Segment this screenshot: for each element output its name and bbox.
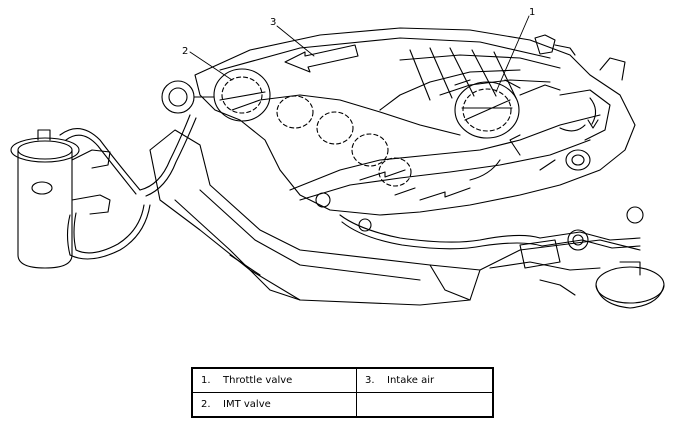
legend-row: 1. Throttle valve 3. Intake air (191, 367, 494, 393)
legend-table: 1. Throttle valve 3. Intake air 2. IMT valv… (191, 367, 494, 418)
intake-manifold (194, 27, 636, 216)
canister (10, 129, 111, 269)
engine-block (149, 129, 641, 306)
callout-3: 3 (270, 17, 276, 28)
throttle-body (454, 34, 576, 139)
airflow-arrows (284, 44, 599, 201)
callout-leaders (189, 15, 530, 93)
legend-text: Intake air (387, 375, 435, 386)
legend-cell: 3. Intake air (356, 367, 494, 393)
engine-intake-diagram: 1 2 3 (10, 7, 665, 309)
legend-number: 3. (365, 375, 375, 386)
legend-number: 1. (201, 375, 211, 386)
callout-1: 1 (529, 7, 535, 18)
hoses (59, 114, 641, 260)
legend-number: 2. (201, 399, 211, 410)
legend-text: IMT valve (223, 399, 271, 410)
imt-valve-housing (161, 68, 412, 187)
callout-2: 2 (182, 46, 188, 57)
lower-right-components (315, 192, 665, 309)
legend-row: 2. IMT valve (191, 392, 494, 418)
legend-cell: 1. Throttle valve (191, 367, 357, 393)
legend-text: Throttle valve (223, 375, 293, 386)
legend-cell-empty (356, 392, 494, 418)
legend-cell: 2. IMT valve (191, 392, 357, 418)
